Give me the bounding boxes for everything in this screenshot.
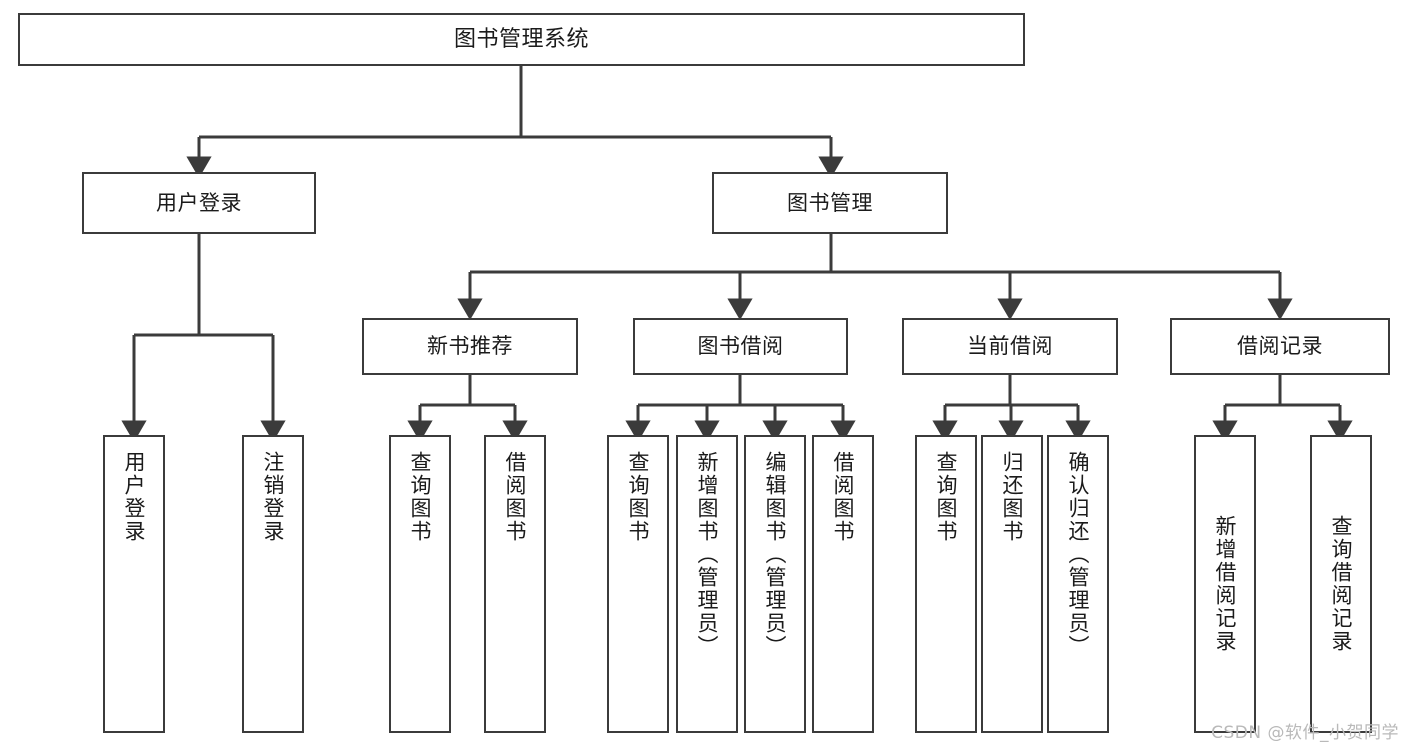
node-borrow-record[interactable]: 借阅记录 bbox=[1170, 318, 1390, 375]
node-root[interactable]: 图书管理系统 bbox=[18, 13, 1025, 66]
leaf-edit-book-label: 编辑图书（管理员） bbox=[763, 451, 788, 658]
node-current-borrow[interactable]: 当前借阅 bbox=[902, 318, 1118, 375]
leaf-query-book-3[interactable]: 查询图书 bbox=[915, 435, 977, 733]
leaf-add-book[interactable]: 新增图书（管理员） bbox=[676, 435, 738, 733]
node-book-manage-label: 图书管理 bbox=[787, 190, 873, 215]
leaf-borrow-book-1-label: 借阅图书 bbox=[503, 451, 528, 543]
watermark-text: CSDN @软件_小贺同学 bbox=[1211, 723, 1399, 743]
node-book-manage[interactable]: 图书管理 bbox=[712, 172, 948, 234]
leaf-query-book-1[interactable]: 查询图书 bbox=[389, 435, 451, 733]
leaf-query-book-2-label: 查询图书 bbox=[626, 451, 651, 543]
leaf-user-login[interactable]: 用户登录 bbox=[103, 435, 165, 733]
leaf-confirm-return[interactable]: 确认归还（管理员） bbox=[1047, 435, 1109, 733]
leaf-add-record-label: 新增借阅记录 bbox=[1213, 515, 1238, 653]
leaf-borrow-book-2[interactable]: 借阅图书 bbox=[812, 435, 874, 733]
leaf-borrow-book-2-label: 借阅图书 bbox=[831, 451, 856, 543]
leaf-add-book-label: 新增图书（管理员） bbox=[695, 451, 720, 658]
leaf-query-book-1-label: 查询图书 bbox=[408, 451, 433, 543]
node-book-borrow[interactable]: 图书借阅 bbox=[633, 318, 848, 375]
leaf-return-book-label: 归还图书 bbox=[1000, 451, 1025, 543]
node-new-book-recommend[interactable]: 新书推荐 bbox=[362, 318, 578, 375]
leaf-user-login-label: 用户登录 bbox=[122, 451, 147, 543]
node-new-book-recommend-label: 新书推荐 bbox=[427, 334, 513, 359]
leaf-add-record[interactable]: 新增借阅记录 bbox=[1194, 435, 1256, 733]
node-borrow-record-label: 借阅记录 bbox=[1237, 334, 1323, 359]
node-current-borrow-label: 当前借阅 bbox=[967, 334, 1053, 359]
node-user-login-label: 用户登录 bbox=[156, 190, 242, 215]
leaf-query-book-2[interactable]: 查询图书 bbox=[607, 435, 669, 733]
node-root-label: 图书管理系统 bbox=[453, 26, 589, 52]
leaf-query-record-label: 查询借阅记录 bbox=[1329, 515, 1354, 653]
leaf-user-logout-label: 注销登录 bbox=[261, 451, 286, 543]
leaf-query-book-3-label: 查询图书 bbox=[934, 451, 959, 543]
node-user-login[interactable]: 用户登录 bbox=[82, 172, 316, 234]
leaf-borrow-book-1[interactable]: 借阅图书 bbox=[484, 435, 546, 733]
node-book-borrow-label: 图书借阅 bbox=[697, 334, 784, 359]
leaf-confirm-return-label: 确认归还（管理员） bbox=[1066, 451, 1091, 658]
leaf-return-book[interactable]: 归还图书 bbox=[981, 435, 1043, 733]
leaf-edit-book[interactable]: 编辑图书（管理员） bbox=[744, 435, 806, 733]
leaf-query-record[interactable]: 查询借阅记录 bbox=[1310, 435, 1372, 733]
leaf-user-logout[interactable]: 注销登录 bbox=[242, 435, 304, 733]
